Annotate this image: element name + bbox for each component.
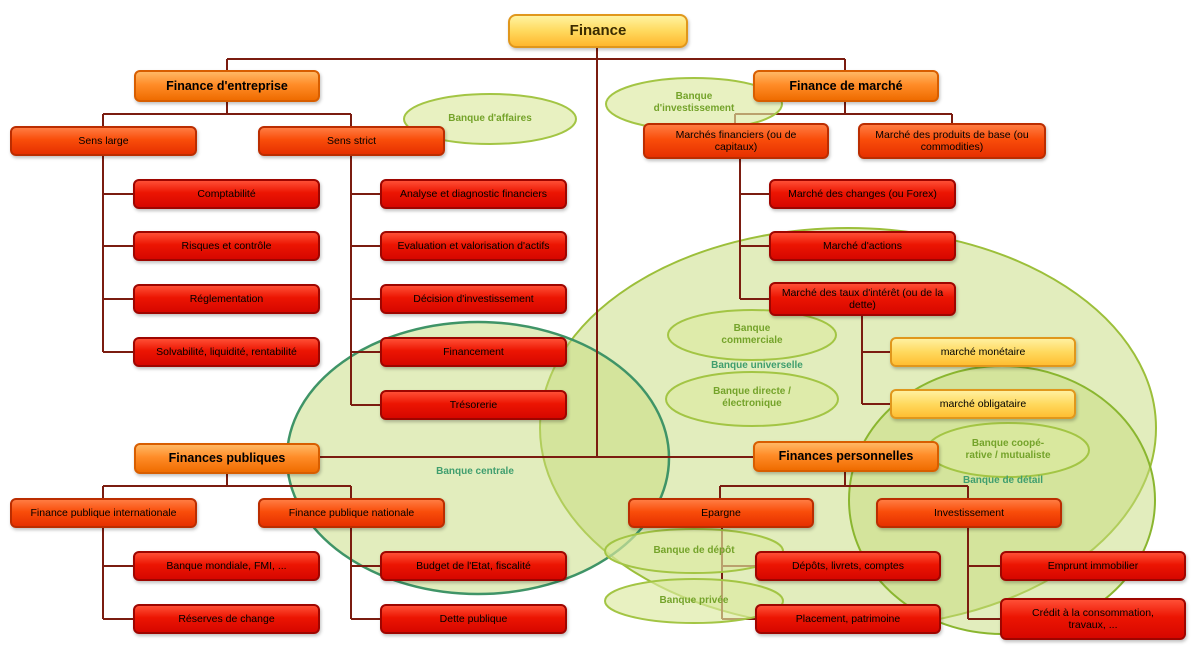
banque-privee-ellipse <box>604 578 784 624</box>
banque-depot-ellipse <box>604 528 784 574</box>
banque-directe-ellipse <box>665 371 839 427</box>
banque-cooperative-ellipse <box>926 422 1090 478</box>
banque-affaires-ellipse <box>403 93 577 145</box>
banque-commerciale-ellipse <box>667 309 837 361</box>
banque-investissement-ellipse <box>605 77 783 131</box>
banque-de-detail-region <box>848 365 1156 635</box>
